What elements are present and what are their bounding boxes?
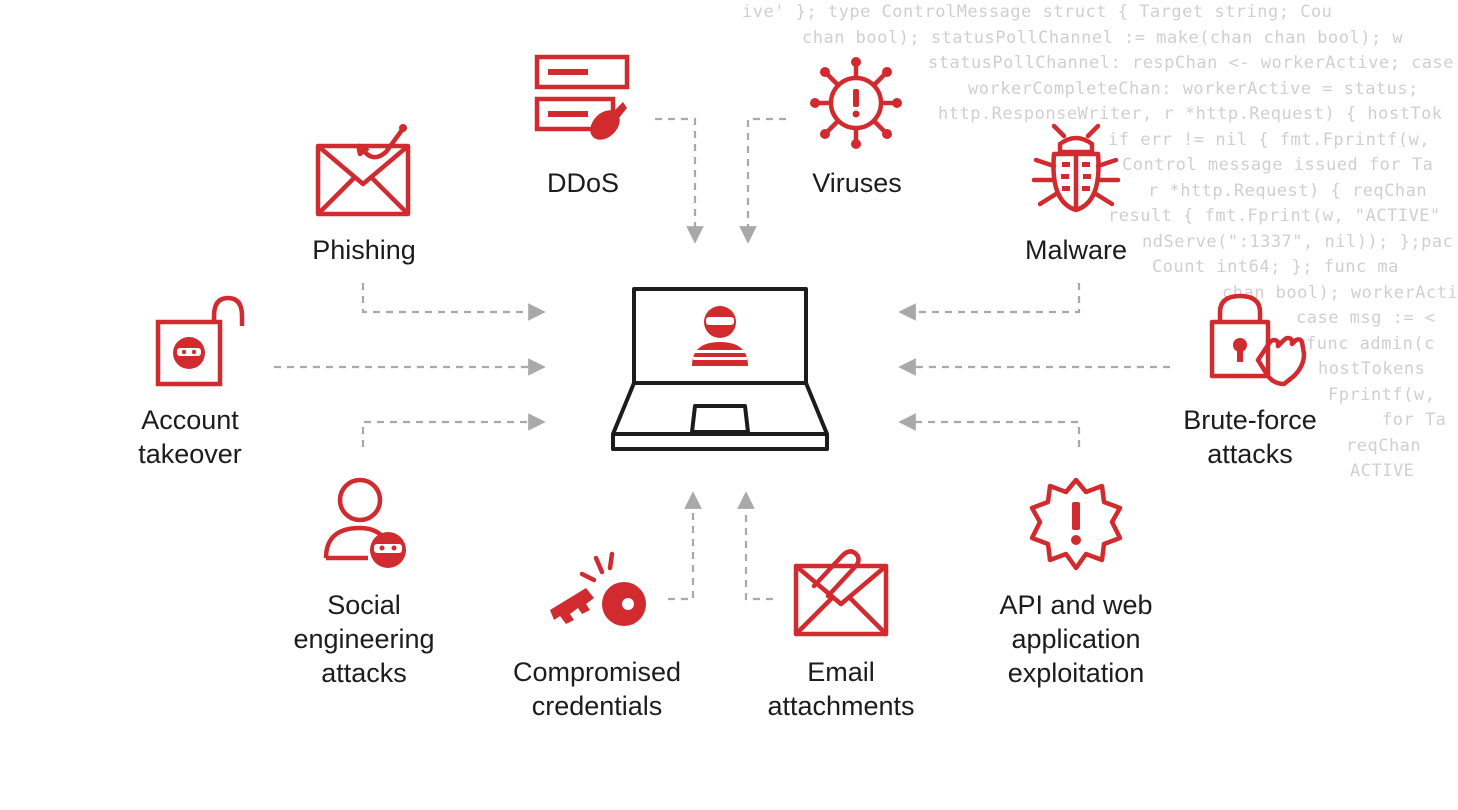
connector-compromised-credentials <box>668 491 702 601</box>
label-viruses: Viruses <box>812 168 902 198</box>
attachment-envelope-icon <box>793 549 889 637</box>
masked-user-icon <box>323 477 406 568</box>
label-social-engineering-line-2: engineering <box>293 624 435 654</box>
label-brute-force-line-2: attacks <box>1207 439 1293 469</box>
label-compromised-credentials-line-1: Compromised <box>512 657 682 687</box>
label-social-engineering-line-1: Social <box>327 590 401 620</box>
masked-lock-icon <box>155 295 245 387</box>
virus-icon <box>810 57 902 149</box>
label-api-exploitation-line-1: API and web <box>999 590 1153 620</box>
label-compromised-credentials-line-2: credentials <box>531 691 663 721</box>
connector-malware <box>898 283 1081 321</box>
hacker-laptop-icon <box>611 287 829 451</box>
warning-gear-icon <box>1029 477 1123 571</box>
broken-key-icon <box>550 551 646 626</box>
connector-email-attachments <box>737 491 773 601</box>
label-social-engineering-line-3: attacks <box>321 658 407 688</box>
label-email-attachments-line-2: attachments <box>767 691 915 721</box>
label-account-takeover-line-1: Account <box>141 405 239 435</box>
padlock-hand-icon <box>1209 293 1307 387</box>
label-phishing: Phishing <box>312 235 416 265</box>
bug-icon <box>1031 123 1121 213</box>
phishing-envelope-icon <box>315 124 411 217</box>
connector-viruses <box>739 117 786 244</box>
label-email-attachments-line-1: Email <box>807 657 875 687</box>
label-malware: Malware <box>1024 235 1128 265</box>
server-bomb-icon <box>534 54 630 140</box>
connector-api-exploitation <box>898 413 1081 447</box>
label-api-exploitation-line-2: application <box>1011 624 1141 654</box>
label-brute-force-line-1: Brute-force <box>1183 405 1317 435</box>
connector-ddos <box>655 117 704 244</box>
label-account-takeover-line-2: takeover <box>138 439 242 469</box>
connector-phishing <box>361 283 546 321</box>
label-ddos: DDoS <box>546 168 620 198</box>
label-api-exploitation-line-3: exploitation <box>1007 658 1145 688</box>
connector-social-engineering <box>361 413 546 447</box>
